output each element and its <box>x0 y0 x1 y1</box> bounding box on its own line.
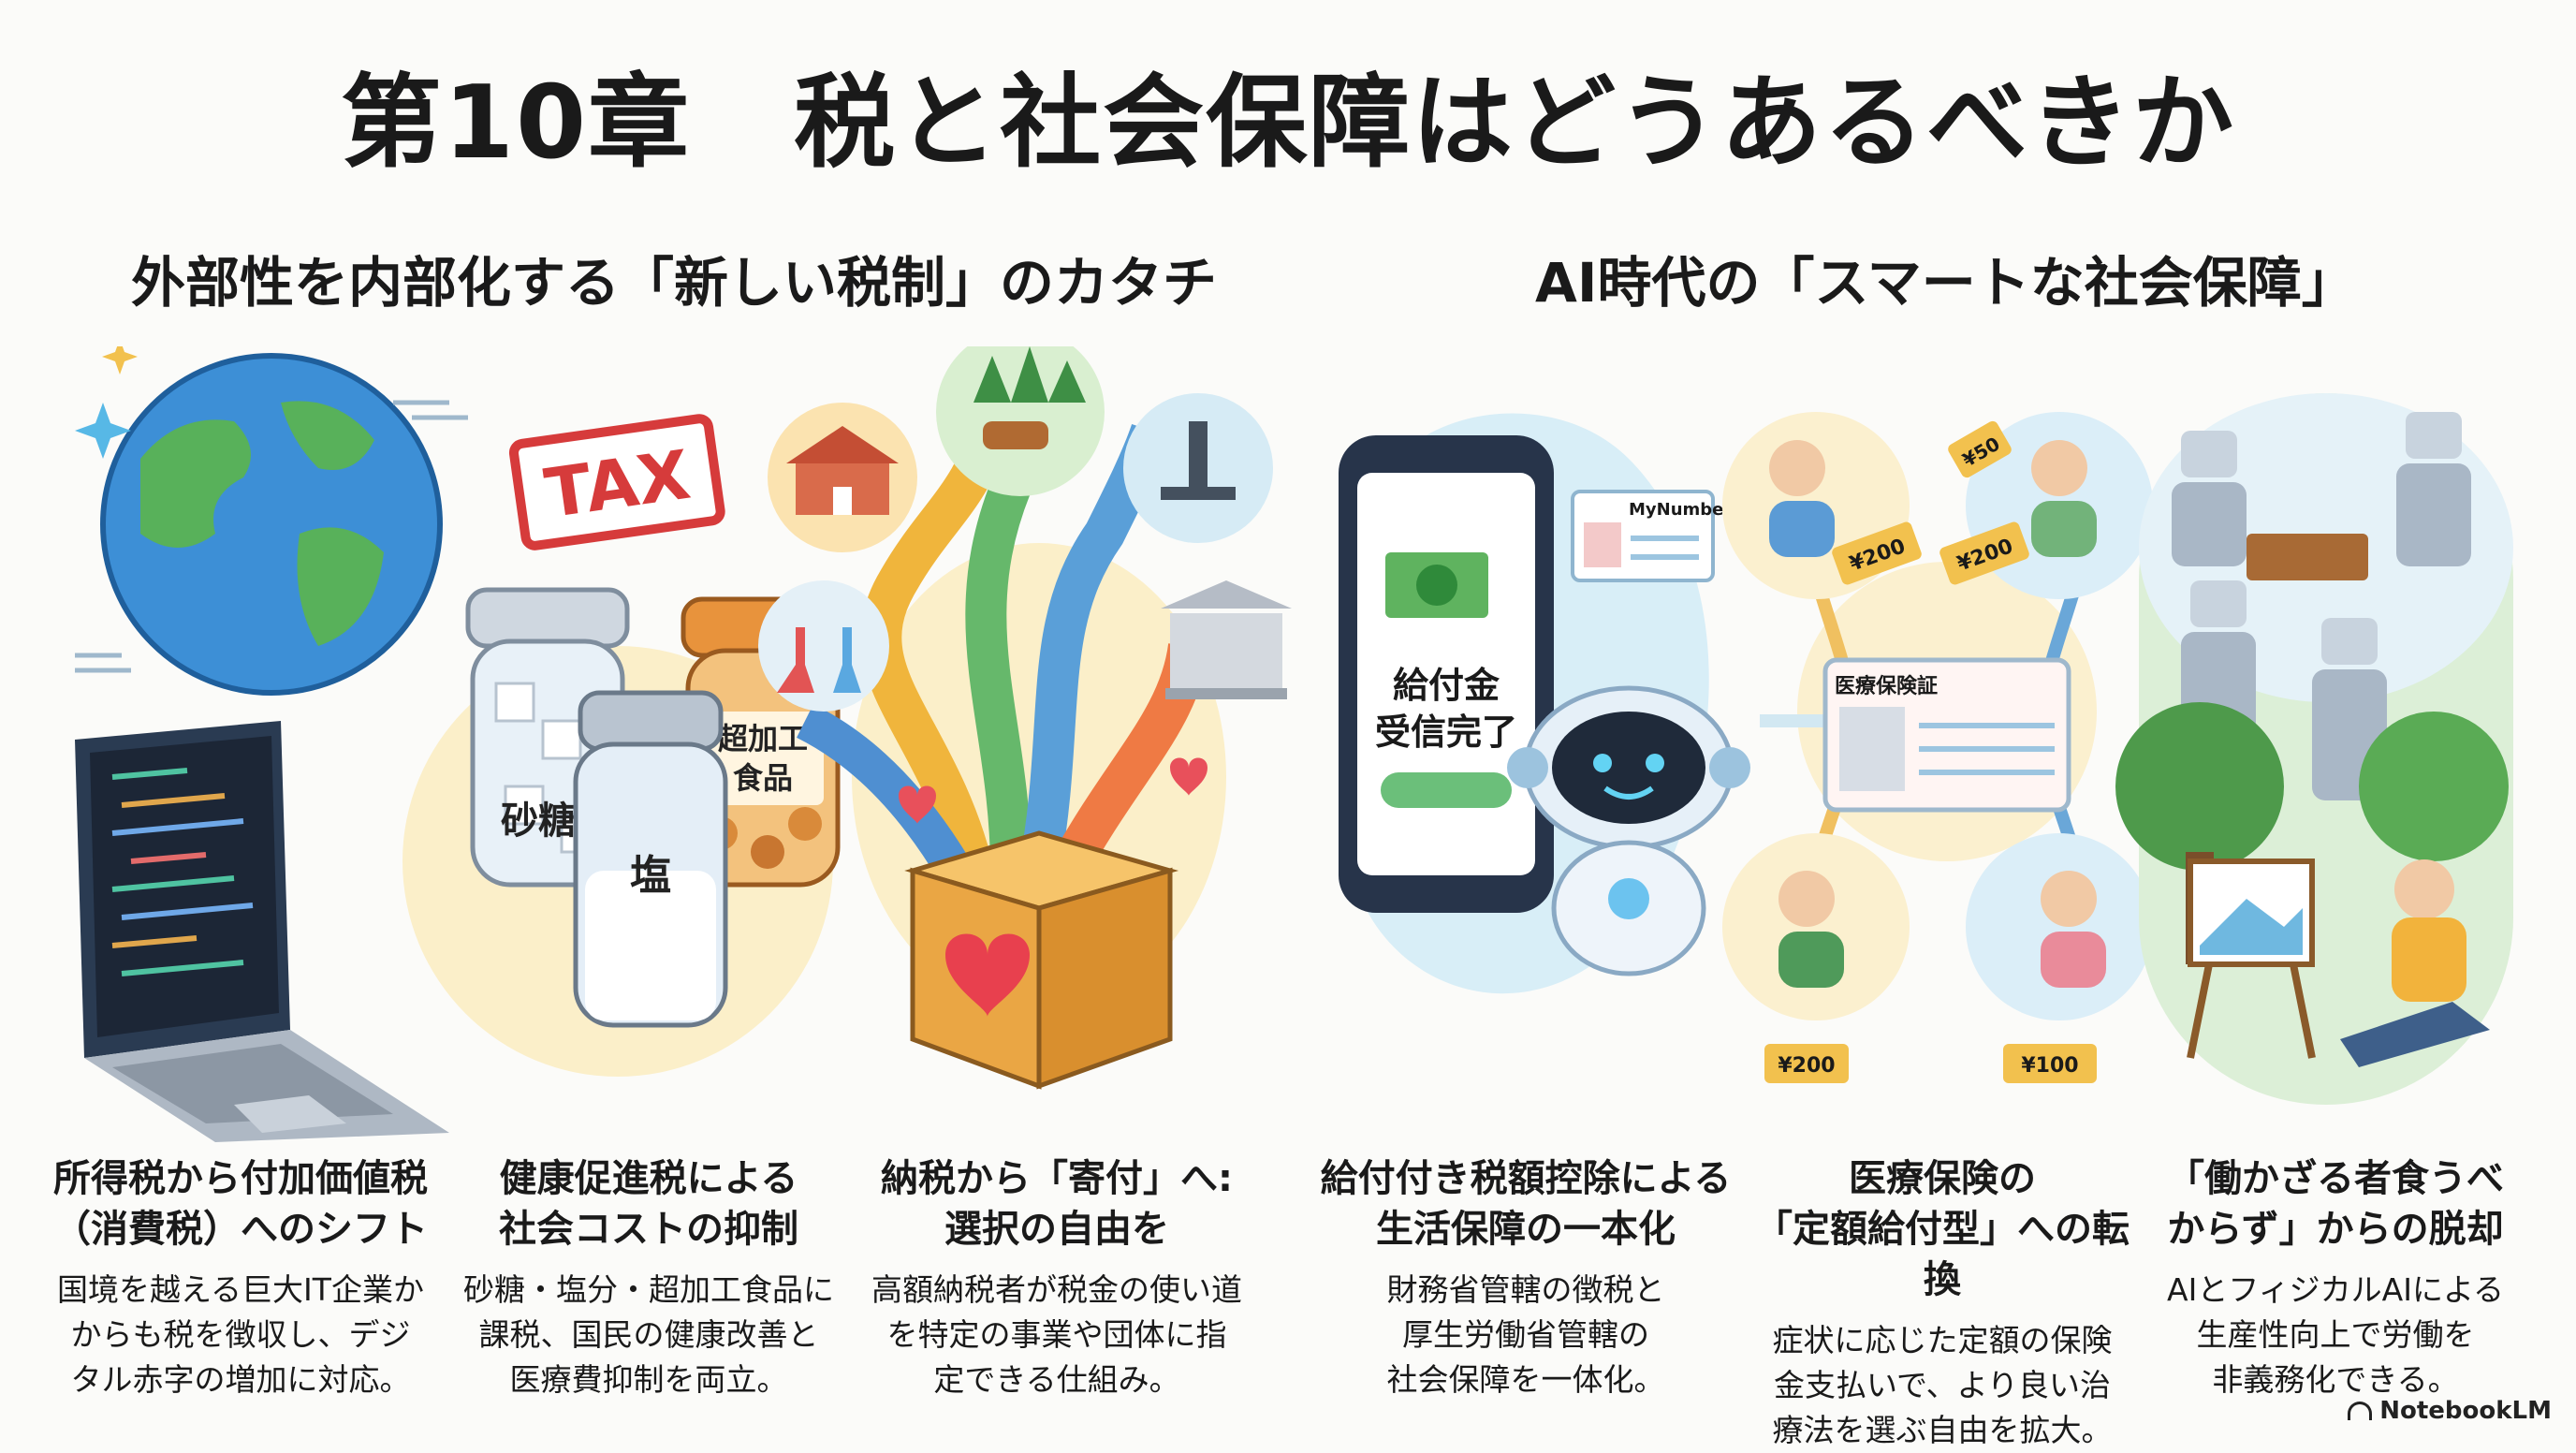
tax-stamp: TAX <box>508 414 725 550</box>
robot-workforce-illustration <box>2115 393 2513 1105</box>
page-title: 第10章 税と社会保障はどうあるべきか <box>340 65 2236 182</box>
caption-body: 症状に応じた定額の保険金支払いで、より良い治療法を選ぶ自由を拡大。 <box>1772 1322 2113 1448</box>
svg-text:¥100: ¥100 <box>2021 1054 2078 1078</box>
brand-label: NotebookLM <box>2379 1397 2552 1425</box>
svg-text:医療保険証: 医療保険証 <box>1835 674 1938 698</box>
svg-text:MyNumber: MyNumber <box>1629 500 1732 520</box>
svg-text:砂糖: 砂糖 <box>501 800 576 843</box>
mynumber-card-icon: MyNumber <box>1571 490 1732 582</box>
lab-icon <box>758 580 889 712</box>
benefit-phone-illustration: 給付金 受信完了 MyNumber <box>1339 413 1750 994</box>
caption-medical-insurance: 医療保険の「定額給付型」への転換 症状に応じた定額の保険金支払いで、より良い治療… <box>1741 1153 2144 1453</box>
sparkle-icon <box>75 403 131 459</box>
caption-body: AIとフィジカルAIによる生産性向上で労働を非義務化できる。 <box>2167 1271 2504 1398</box>
robot-icon <box>1507 685 1750 976</box>
caption-heading: 「働かざる者食うべからず」からの脱却 <box>2167 1157 2504 1251</box>
caption-body: 砂糖・塩分・超加工食品に課税、国民の健康改善と医療費抑制を両立。 <box>463 1271 834 1398</box>
caption-donation: 納税から「寄付」へ:選択の自由を 高額納税者が税金の使い道を特定の事業や団体に指… <box>856 1153 1258 1402</box>
insurance-illustration: 医療保険証 ¥50 ¥200 ¥200 ¥200 ¥100 <box>1722 412 2153 1083</box>
left-section-heading: 外部性を内部化する「新しい税制」のカタチ <box>131 251 1218 315</box>
caption-work-freedom: 「働かざる者食うべからず」からの脱却 AIとフィジカルAIによる生産性向上で労働… <box>2134 1153 2537 1402</box>
caption-body: 国境を越える巨大IT企業かからも税を徴収し、デジタル赤字の増加に対応。 <box>57 1271 424 1398</box>
science-icon <box>1123 393 1273 543</box>
robot-worker-1 <box>2172 431 2247 566</box>
easel-icon <box>2187 859 2316 1059</box>
school-icon <box>768 403 917 552</box>
smartphone-icon: 給付金 受信完了 <box>1339 435 1554 913</box>
laptop-icon <box>75 721 449 1142</box>
patient-3 <box>1722 833 1910 1020</box>
illustration-panel: TAX 砂糖 超加工 食品 塩 <box>75 346 2513 1142</box>
caption-vat-shift: 所得税から付加価値税（消費税）へのシフト 国境を越える巨大IT企業かからも税を徴… <box>39 1153 442 1402</box>
svg-text:超加工: 超加工 <box>718 721 808 756</box>
price-tag-5: ¥100 <box>2003 1044 2097 1083</box>
caption-heading: 健康促進税による社会コストの抑制 <box>499 1157 798 1251</box>
insurance-card-icon: 医療保険証 <box>1822 657 2071 813</box>
government-building-icon <box>1161 580 1292 699</box>
caption-body: 財務省管轄の徴税と厚生労働省管轄の社会保障を一体化。 <box>1386 1271 1665 1398</box>
svg-text:食品: 食品 <box>733 760 793 796</box>
donation-box-illustration <box>758 346 1292 1090</box>
caption-heading: 納税から「寄付」へ:選択の自由を <box>881 1157 1233 1251</box>
notebooklm-logo-icon <box>2348 1402 2373 1420</box>
donation-box-icon <box>904 830 1179 1090</box>
price-tag-1: ¥50 <box>1948 420 2012 478</box>
salt-jar-icon: 塩 <box>573 690 728 1028</box>
caption-body: 高額納税者が税金の使い道を特定の事業や団体に指定できる仕組み。 <box>871 1271 1242 1398</box>
caption-heading: 医療保険の「定額給付型」への転換 <box>1755 1157 2130 1301</box>
right-section-heading: AI時代の「スマートな社会保障」 <box>1535 251 2356 315</box>
health-tax-jars-illustration: TAX 砂糖 超加工 食品 塩 <box>402 414 845 1077</box>
notebooklm-brand: NotebookLM <box>2348 1397 2552 1425</box>
crate-icon <box>2247 534 2368 580</box>
price-tag-4: ¥200 <box>1764 1044 1849 1083</box>
caption-heading: 給付付き税額控除による生活保障の一本化 <box>1320 1157 1732 1251</box>
phone-text-line1: 給付金 <box>1393 665 1500 706</box>
robot-worker-2 <box>2396 412 2471 566</box>
caption-heading: 所得税から付加価値税（消費税）へのシフト <box>53 1157 428 1251</box>
caption-health-tax: 健康促進税による社会コストの抑制 砂糖・塩分・超加工食品に課税、国民の健康改善と… <box>447 1153 850 1402</box>
patient-4 <box>1966 833 2153 1020</box>
nature-icon <box>936 346 1105 496</box>
tree-icon <box>2115 702 2284 871</box>
caption-tax-credit: 給付付き税額控除による生活保障の一本化 財務省管轄の徴税と厚生労働省管轄の社会保… <box>1310 1153 1741 1402</box>
phone-text-line2: 受信完了 <box>1375 712 1517 753</box>
svg-text:塩: 塩 <box>630 852 671 900</box>
globe-laptop-illustration <box>75 346 468 1142</box>
svg-text:¥200: ¥200 <box>1778 1054 1835 1078</box>
relaxing-person-icon <box>2340 859 2490 1067</box>
